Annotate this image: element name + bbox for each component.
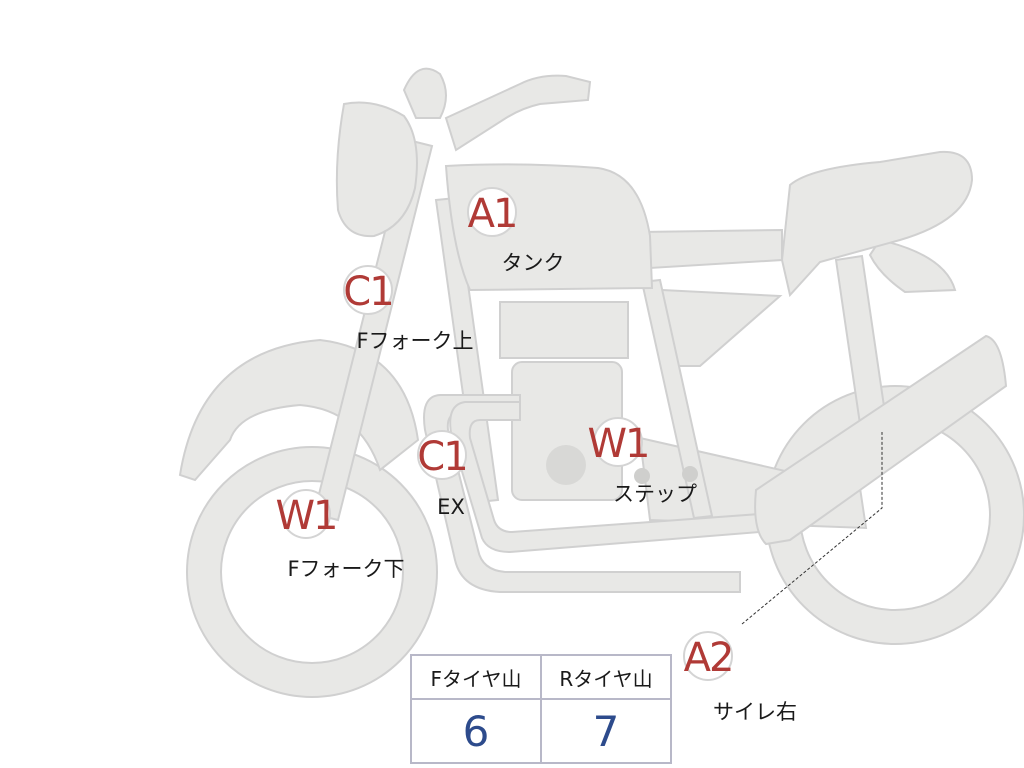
svg-text:C1: C1	[417, 434, 466, 480]
marker-fork-upper: C1 Fフォーク上	[343, 265, 474, 353]
handlebar	[444, 74, 592, 152]
front-tire-header: Fタイヤ山	[410, 654, 542, 700]
headlight	[335, 101, 418, 238]
marker-tank: A1 タンク	[467, 187, 565, 275]
rear-tire-header: Rタイヤ山	[540, 654, 672, 700]
svg-text:A1: A1	[468, 191, 517, 237]
rear-fender	[868, 238, 957, 294]
exhaust-pipe-upper	[449, 401, 761, 554]
side-cover	[638, 228, 783, 270]
side-panel	[661, 288, 783, 367]
muffler	[754, 334, 1008, 546]
front-fork	[312, 138, 434, 522]
svg-text:Fフォーク下: Fフォーク下	[287, 557, 404, 581]
muffler-pointer-line	[741, 432, 883, 625]
svg-text:Fフォーク上: Fフォーク上	[356, 329, 473, 353]
front-wheel	[186, 446, 438, 698]
marker-step: W1 ステップ	[588, 417, 697, 506]
frame-rear-tube	[640, 278, 714, 520]
motorcycle-illustration	[178, 67, 1024, 698]
marker-exhaust: C1 EX	[417, 430, 469, 519]
svg-text:C1: C1	[343, 269, 392, 315]
engine	[499, 301, 698, 501]
rear-tire-value: 7	[540, 698, 672, 764]
svg-text:タンク: タンク	[502, 251, 565, 275]
svg-text:サイレ右: サイレ右	[713, 700, 797, 724]
svg-text:EX: EX	[437, 495, 465, 519]
svg-text:ステップ: ステップ	[613, 482, 697, 506]
mirror	[402, 67, 447, 119]
marker-fork-lower: W1 Fフォーク下	[276, 489, 405, 581]
tire-table-value-row: 6 7	[410, 698, 672, 764]
tire-table-header-row: Fタイヤ山 Rタイヤ山	[410, 654, 672, 700]
tire-tread-table: Fタイヤ山 Rタイヤ山 6 7	[410, 654, 672, 764]
front-tire-value: 6	[410, 698, 542, 764]
svg-text:W1: W1	[276, 493, 337, 539]
svg-text:W1: W1	[588, 421, 649, 467]
svg-text:A2: A2	[684, 635, 733, 681]
seat	[780, 150, 974, 298]
marker-muffler-right: A2 サイレ右	[683, 631, 797, 724]
